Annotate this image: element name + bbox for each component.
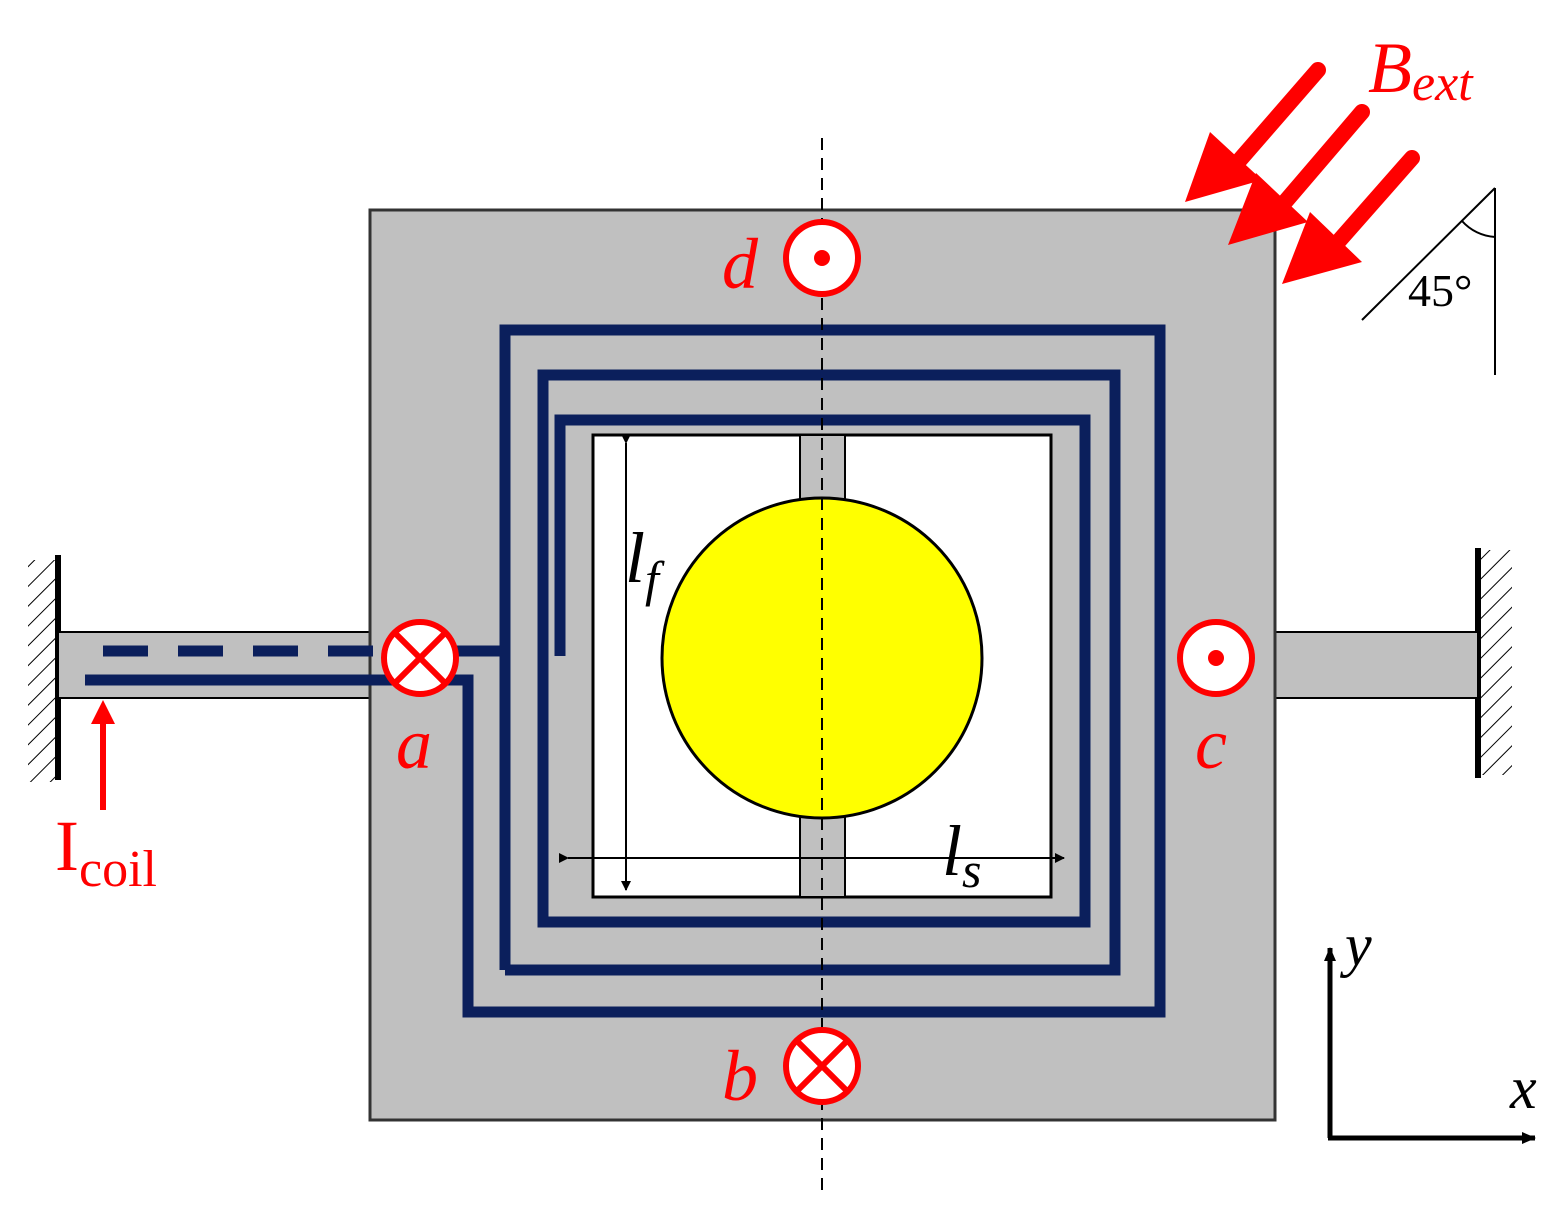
coil-winding	[85, 324, 1166, 1018]
b-ext-field-arrows	[1185, 62, 1420, 284]
left-fixed-wall	[28, 555, 61, 782]
circle-cross-icon	[783, 1027, 861, 1105]
circle-dot-icon	[1177, 619, 1255, 697]
angle-indicator	[1361, 187, 1496, 375]
point-label-d: d	[722, 224, 759, 304]
i-coil-label: Icoil	[55, 806, 157, 898]
circle-dot-icon	[783, 219, 861, 297]
point-label-b: b	[722, 1036, 758, 1116]
coordinate-axes	[1324, 947, 1536, 1144]
b-ext-label: Bext	[1368, 28, 1474, 112]
right-fixed-wall	[1475, 548, 1512, 778]
point-label-a: a	[396, 704, 432, 784]
angle-label: 45°	[1408, 265, 1472, 316]
left-support-beam	[57, 631, 371, 699]
circle-cross-icon	[381, 619, 459, 697]
right-support-beam	[1274, 631, 1479, 699]
axis-y-label: y	[1339, 912, 1372, 978]
axis-x-label: x	[1509, 1055, 1537, 1121]
point-label-c: c	[1195, 704, 1227, 784]
ls-label: ls	[942, 811, 981, 898]
